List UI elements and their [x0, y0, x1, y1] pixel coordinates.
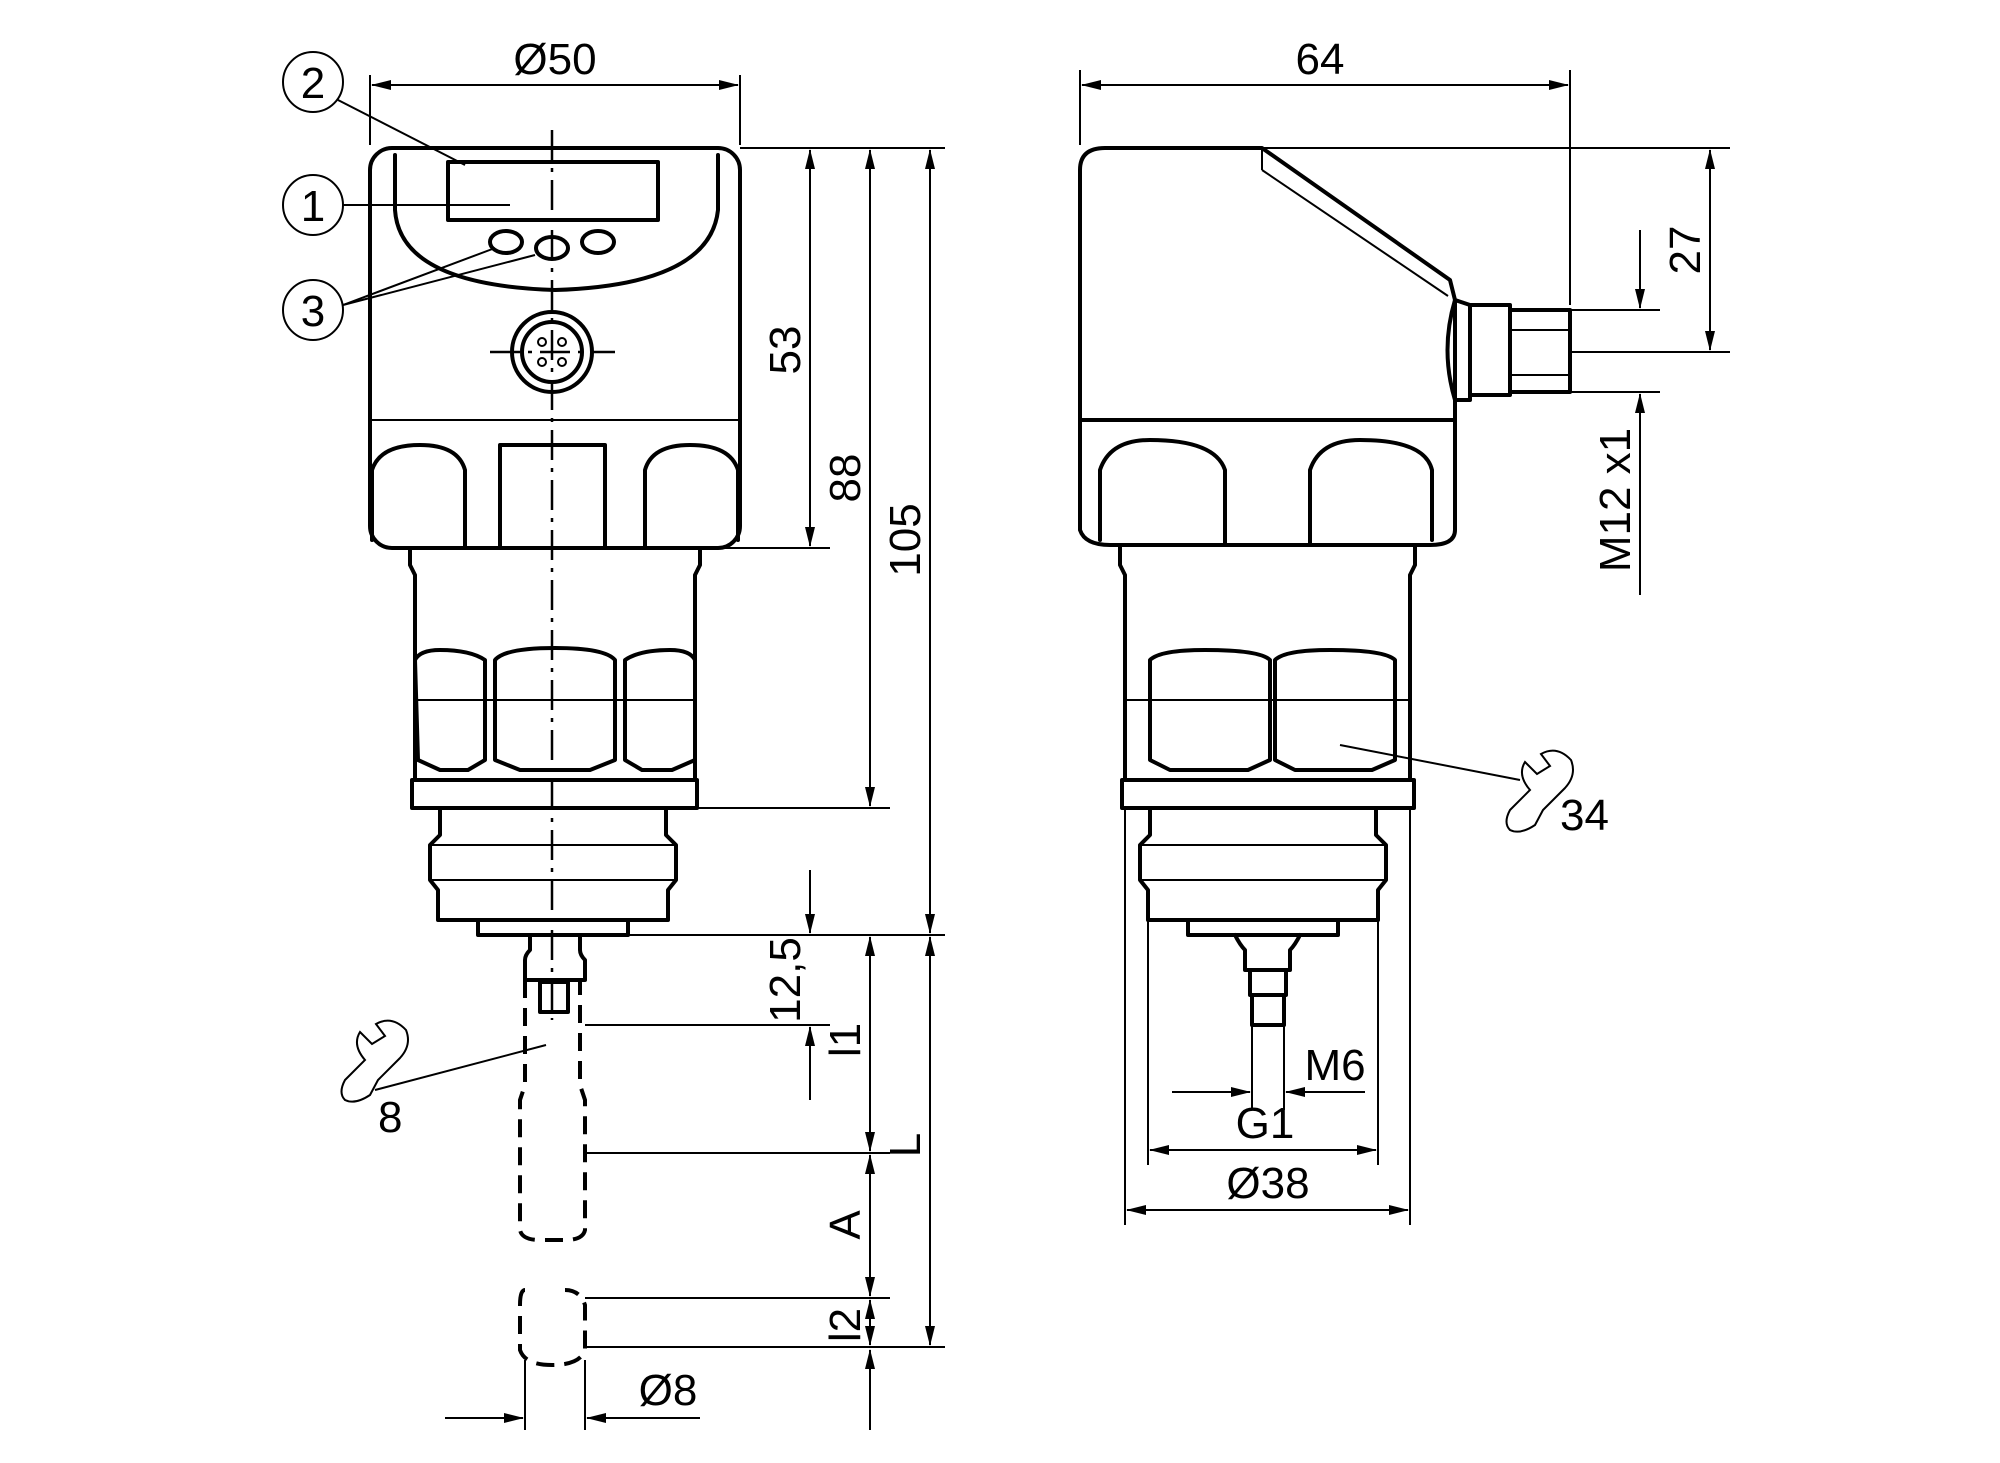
callout-2: 2	[301, 59, 325, 108]
side-flange	[1120, 778, 1416, 810]
wrench-size-probe: 8	[378, 1093, 402, 1142]
probe-square	[538, 980, 570, 1014]
side-connector-thread	[1508, 308, 1572, 394]
side-m6-pin	[1250, 993, 1286, 1027]
dim-l1: l1	[821, 1023, 870, 1057]
callout-3-circle	[282, 279, 344, 341]
button-left	[488, 229, 524, 255]
dim-88: 88	[821, 454, 870, 503]
dim-l: L	[881, 1133, 930, 1157]
dim-27: 27	[1661, 226, 1710, 275]
side-connector	[1445, 298, 1472, 402]
dim-g1: G1	[1236, 1099, 1295, 1148]
wrench-icon	[340, 1019, 409, 1103]
dim-l2: l2	[821, 1308, 870, 1342]
wrench-size-body: 34	[1560, 791, 1609, 840]
callout-1: 1	[301, 182, 325, 231]
front-view: Ø50 53 88 105 12,5 l1 L A	[282, 35, 945, 1430]
side-neck	[1118, 543, 1417, 782]
side-view: 64 27 M12 x1 34 M6 G1 Ø38	[1078, 35, 1730, 1225]
button-right	[580, 229, 616, 255]
side-housing	[1078, 146, 1457, 422]
probe-tip	[523, 933, 587, 982]
dim-53: 53	[761, 326, 810, 375]
front-flange	[410, 778, 699, 810]
dim-diameter-probe: Ø8	[639, 1366, 698, 1415]
dim-105: 105	[881, 503, 930, 576]
side-stud	[1233, 933, 1302, 972]
side-thread	[1138, 806, 1388, 922]
probe-hidden-end	[518, 1288, 587, 1368]
callout-2-circle	[282, 51, 344, 113]
dim-a: A	[821, 1210, 870, 1240]
probe-hidden	[518, 980, 587, 1242]
wrench-icon-side	[1505, 749, 1574, 833]
dim-diameter-top: Ø50	[513, 35, 596, 84]
front-neck	[408, 546, 702, 782]
dim-diameter-base: Ø38	[1226, 1159, 1309, 1208]
dim-m6: M6	[1304, 1041, 1365, 1090]
front-housing	[368, 146, 742, 550]
dim-12-5: 12,5	[761, 937, 810, 1023]
front-display-arc	[393, 153, 720, 292]
dim-side-width: 64	[1296, 35, 1345, 84]
callout-3: 3	[301, 287, 325, 336]
dim-connector-thread: M12 x1	[1591, 428, 1640, 572]
